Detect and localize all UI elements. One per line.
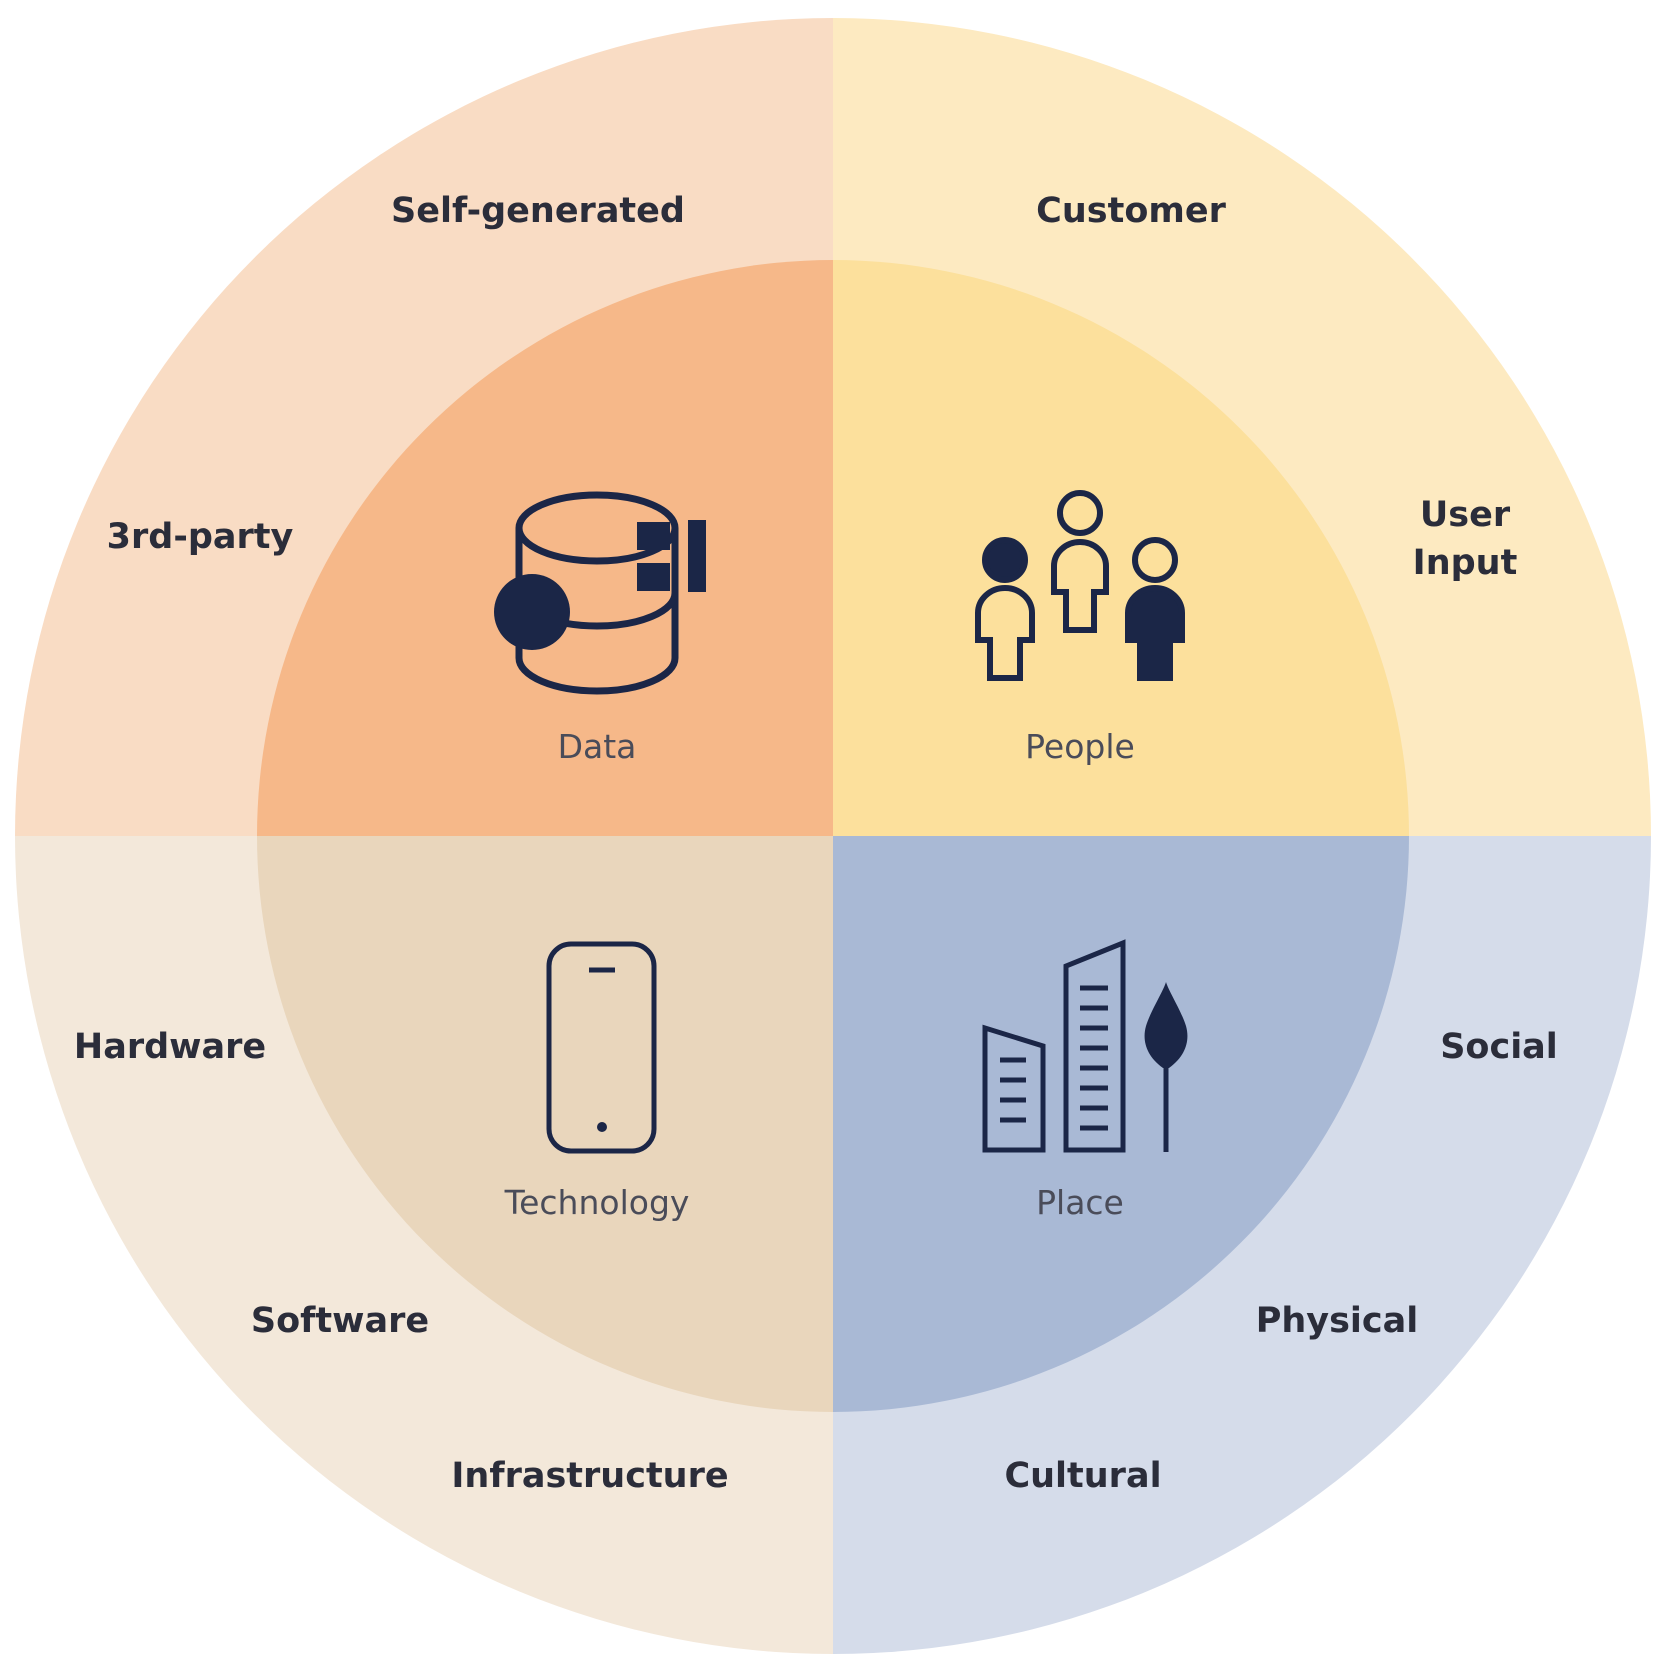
data-outer-item: 3rd-party bbox=[107, 517, 294, 557]
buildings-tree-icon bbox=[982, 939, 1188, 1153]
database-icon bbox=[494, 491, 706, 695]
data-label: Data bbox=[558, 727, 637, 766]
people-outer-item: Customer bbox=[1036, 191, 1226, 231]
people-icon bbox=[975, 490, 1185, 681]
people-inner-quadrant bbox=[833, 260, 1409, 836]
place-outer-item: Cultural bbox=[1004, 1456, 1161, 1496]
technology-outer-item: Software bbox=[251, 1301, 429, 1341]
people-outer-item: Input bbox=[1413, 543, 1518, 583]
place-outer-item: Social bbox=[1440, 1027, 1558, 1067]
people-label: People bbox=[1025, 727, 1135, 766]
technology-inner-quadrant bbox=[257, 836, 833, 1412]
place-outer-item: Physical bbox=[1256, 1301, 1419, 1341]
smartphone-icon bbox=[546, 941, 657, 1154]
data-outer-item: Self-generated bbox=[391, 191, 685, 231]
technology-outer-item: Hardware bbox=[74, 1027, 266, 1067]
technology-outer-item: Infrastructure bbox=[451, 1456, 728, 1496]
data-inner-quadrant bbox=[257, 260, 833, 836]
place-label: Place bbox=[1036, 1183, 1124, 1222]
inner-circle bbox=[257, 260, 1409, 1412]
technology-label: Technology bbox=[504, 1183, 690, 1222]
people-outer-item: User bbox=[1420, 495, 1511, 535]
